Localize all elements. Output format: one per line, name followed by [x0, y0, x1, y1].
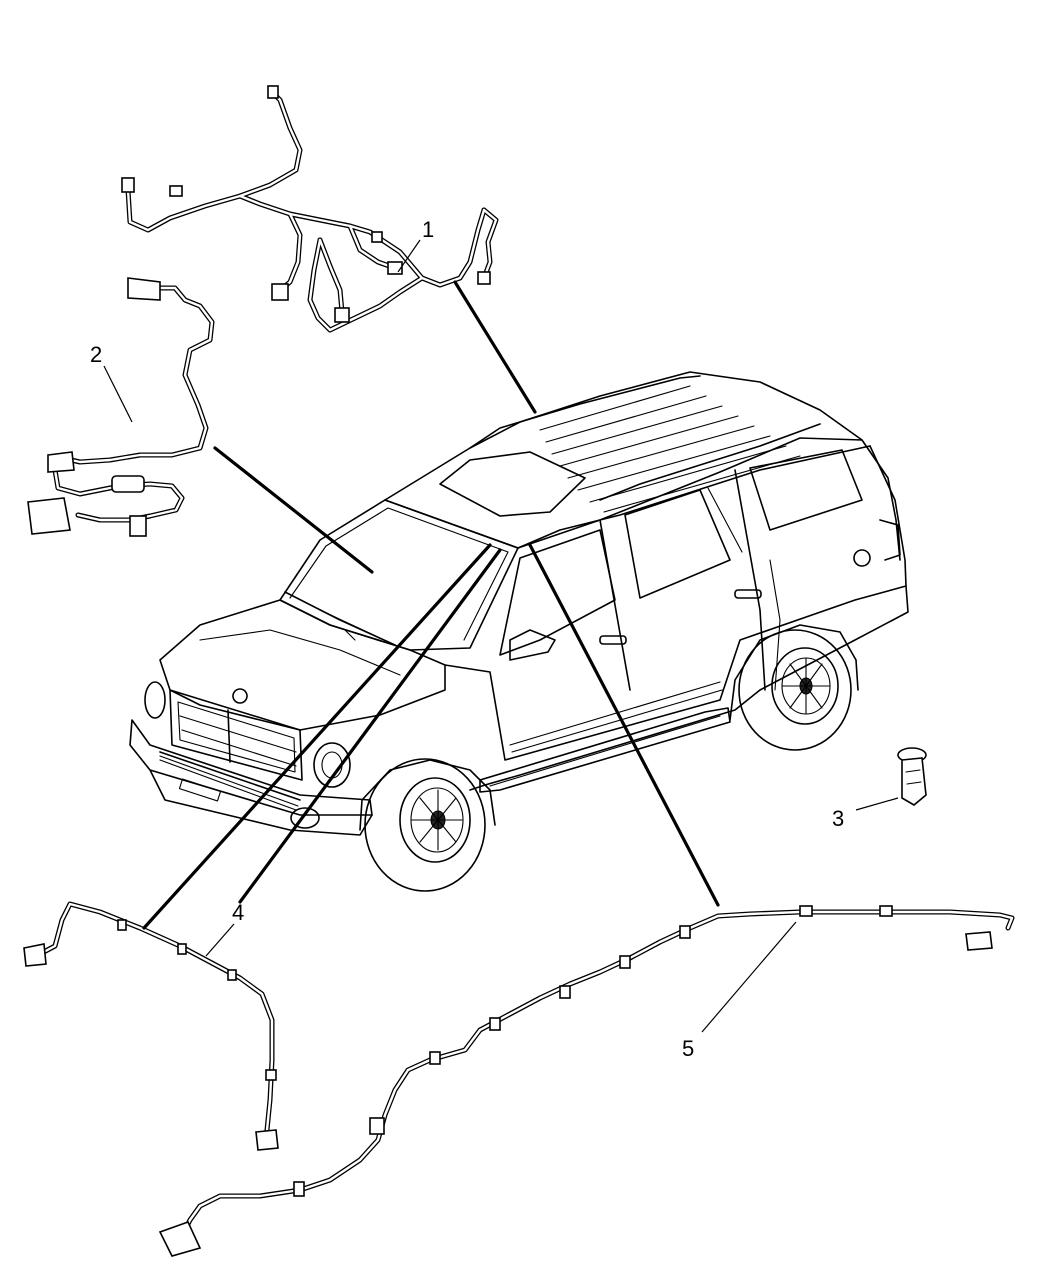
front-door-window	[499, 529, 616, 656]
callouts: 1 2 3 4 5	[90, 217, 844, 1061]
connector	[387, 261, 403, 275]
clip	[177, 943, 187, 955]
clip	[429, 1051, 441, 1065]
roof-slats	[539, 385, 801, 513]
clip	[559, 985, 571, 999]
clip	[879, 905, 893, 917]
connector	[965, 931, 993, 951]
clip	[619, 955, 631, 969]
clip	[489, 1017, 501, 1031]
harness-sleeve	[111, 475, 145, 493]
fog-light	[290, 807, 320, 829]
hood	[159, 599, 446, 731]
callout-5: 5	[682, 1036, 694, 1061]
running-board	[479, 707, 731, 793]
connector	[23, 943, 47, 967]
rear-door-window	[624, 489, 731, 599]
connector	[27, 497, 71, 535]
callout-leaders	[103, 239, 899, 1033]
connector	[477, 271, 491, 285]
connector	[271, 283, 289, 301]
connector	[129, 515, 147, 537]
rear-quarter-window	[749, 449, 863, 531]
connector	[255, 1129, 279, 1151]
badge	[232, 688, 248, 704]
clip	[117, 919, 127, 931]
clip	[293, 1181, 305, 1197]
callout-3: 3	[832, 806, 844, 831]
clip	[227, 969, 237, 981]
routing-lines	[142, 280, 720, 930]
suv-vehicle-illustration	[129, 371, 909, 892]
clip	[679, 925, 691, 939]
fuel-door	[853, 549, 871, 567]
sunroof	[439, 451, 586, 517]
door-handle	[734, 589, 762, 599]
callout-4: 4	[232, 900, 244, 925]
connector	[47, 451, 75, 473]
callout-1: 1	[422, 217, 434, 242]
harness-4	[23, 901, 279, 1151]
callout-2: 2	[90, 342, 102, 367]
push-pin-clip	[897, 747, 927, 806]
connector	[267, 85, 279, 99]
clip	[265, 1069, 277, 1081]
harness-2	[27, 277, 215, 537]
headlight-left	[144, 681, 166, 719]
door-handle	[599, 635, 627, 645]
harness-5	[158, 905, 1015, 1257]
grille	[169, 689, 303, 781]
front-wheel	[359, 758, 496, 892]
connector	[334, 307, 350, 323]
connector	[371, 231, 383, 243]
connector	[127, 277, 161, 301]
side-mirror	[509, 629, 556, 661]
clip	[799, 905, 813, 917]
headlight-right	[313, 742, 351, 788]
harness-1	[121, 85, 499, 333]
connector	[121, 177, 135, 193]
connector	[369, 1117, 385, 1135]
connector	[158, 1221, 202, 1257]
rear-wheel	[729, 624, 859, 751]
connector	[169, 185, 183, 197]
